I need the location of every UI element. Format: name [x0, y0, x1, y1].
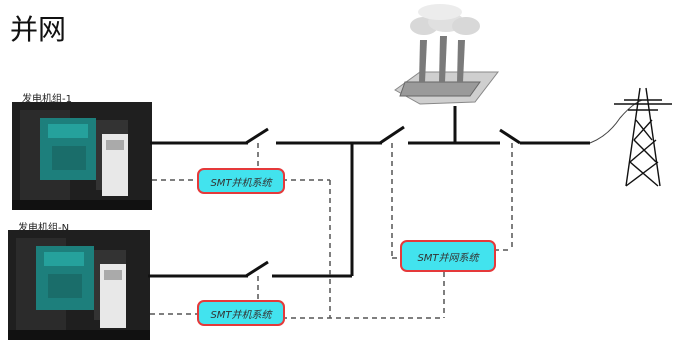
breaker-switch-icon [245, 127, 269, 145]
generator-n-icon [8, 230, 150, 340]
breaker-switch-icon [245, 260, 269, 278]
main-bus-line [352, 125, 590, 145]
generator-n-label: 发电机组-N [18, 223, 70, 234]
breaker-switch-icon [499, 128, 521, 145]
diagram-title: 并网 [10, 13, 67, 46]
feeder-n-line [148, 260, 352, 278]
parallel-system-2-box: SMT并机系统 [197, 300, 285, 326]
generator-1-icon [12, 102, 152, 210]
control-lines [150, 143, 513, 319]
grid-system-box: SMT并网系统 [400, 240, 496, 272]
tower-line [589, 99, 643, 144]
transmission-tower-icon [614, 87, 672, 187]
factory-icon [394, 4, 500, 105]
parallel-system-1-box: SMT并机系统 [197, 168, 285, 194]
generator-1-label: 发电机组-1 [22, 94, 72, 105]
feeder-1-line [150, 127, 352, 145]
breaker-switch-icon [379, 125, 405, 145]
